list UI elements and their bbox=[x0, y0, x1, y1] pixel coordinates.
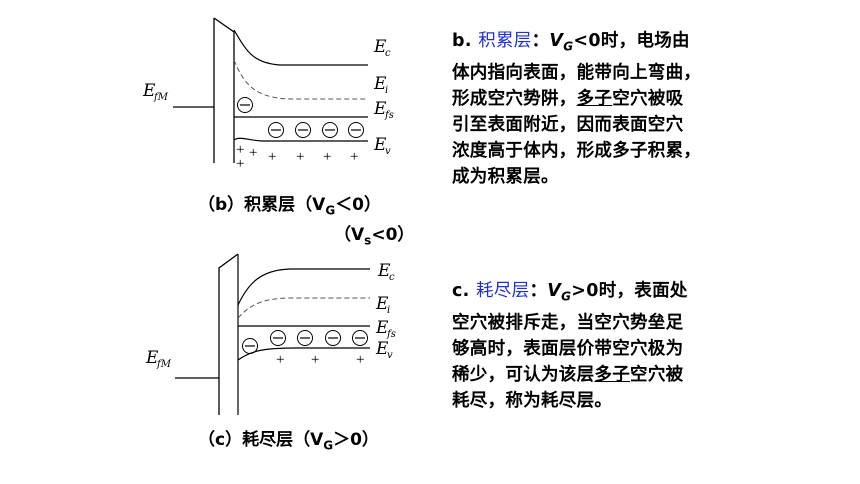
plus-sign: + bbox=[249, 145, 257, 161]
vg-symbol: VG bbox=[547, 281, 572, 304]
label-ev-sub: v bbox=[385, 146, 391, 157]
diagram-c-oxide-left bbox=[218, 253, 239, 415]
label-efs: E bbox=[373, 99, 387, 119]
text-c-line5: 耗尽，称为耗尽层。 bbox=[452, 390, 613, 411]
term-accumulation-layer: 积累层 bbox=[478, 31, 532, 51]
diagram-c-ei-curve bbox=[237, 297, 370, 319]
label-ec-sub: c bbox=[385, 48, 391, 59]
label-efm: E bbox=[145, 348, 159, 368]
label-ev: E bbox=[373, 135, 387, 155]
diagram-b-labels: E c E i E fs E v E fM bbox=[142, 37, 394, 157]
label-efs: E bbox=[375, 318, 389, 338]
caption-c: （c）耗尽层（VG＞0） bbox=[198, 430, 379, 453]
plus-sign: + bbox=[296, 149, 304, 165]
text-b-line1: b. 积累层：VG<0时，电场由 bbox=[452, 31, 690, 54]
text-c-line2: 空穴被排斥走，当空穴势垒足 bbox=[452, 312, 684, 333]
diagram-c: + + + E c E i E fs E v E fM bbox=[145, 253, 396, 415]
minus-circle bbox=[352, 330, 368, 346]
diagram-b-ec-curve bbox=[233, 29, 368, 66]
plus-sign: + bbox=[276, 352, 284, 368]
plus-sign: + bbox=[236, 156, 244, 172]
label-ei: E bbox=[373, 74, 387, 94]
label-efm-sub: fM bbox=[156, 359, 172, 370]
label-ec-sub: c bbox=[389, 272, 395, 283]
text-b-line4: 引至表面附近，因而表面空穴 bbox=[452, 114, 684, 135]
text-c-line1: c. 耗尽层：VG>0时，表面处 bbox=[452, 281, 688, 304]
plus-sign: + bbox=[236, 142, 244, 158]
label-efs-sub: fs bbox=[384, 110, 394, 121]
diagram-c-ec-curve bbox=[237, 268, 370, 306]
label-ec: E bbox=[377, 261, 391, 281]
minus-circle bbox=[295, 122, 311, 138]
label-efm-sub: fM bbox=[153, 92, 169, 103]
text-c-line4: 稀少，可认为该层多子空穴被 bbox=[452, 364, 684, 385]
text-c-line3: 够高时，表面层价带空穴极为 bbox=[452, 338, 684, 359]
plus-sign: + bbox=[350, 149, 358, 165]
minus-circle bbox=[242, 338, 258, 354]
minus-circle bbox=[270, 330, 286, 346]
minus-circle bbox=[348, 122, 364, 138]
diagram-c-carriers-minus bbox=[242, 330, 368, 354]
text-b-line2: 体内指向表面，能带向上弯曲， bbox=[452, 62, 702, 83]
minus-circle bbox=[297, 330, 313, 346]
caption-b: （b）积累层（VG＜0） bbox=[198, 195, 382, 218]
text-b-line6: 成为积累层。 bbox=[452, 166, 559, 187]
text-b-line3: 形成空穴势阱，多子空穴被吸 bbox=[452, 88, 684, 109]
label-efm: E bbox=[142, 81, 156, 101]
plus-sign: + bbox=[311, 352, 319, 368]
plus-sign: + bbox=[356, 352, 364, 368]
diagram-c-carriers-plus: + + + bbox=[276, 352, 364, 368]
diagram-c-labels: E c E i E fs E v E fM bbox=[145, 261, 396, 370]
diagram-b-carriers-plus: + + + + + + + bbox=[236, 142, 358, 172]
text-accumulation: b. 积累层：VG<0时，电场由 体内指向表面，能带向上弯曲， 形成空穴势阱，多… bbox=[452, 28, 752, 190]
label-ev-sub: v bbox=[387, 350, 393, 361]
diagram-b-oxide-right bbox=[213, 17, 235, 163]
vg-symbol: VG bbox=[549, 31, 574, 54]
label-ei-sub: i bbox=[387, 305, 390, 316]
label-ec: E bbox=[373, 37, 387, 57]
diagram-b-carriers-minus bbox=[237, 97, 364, 138]
text-b-line5: 浓度高于体内，形成多子积累， bbox=[452, 140, 702, 161]
label-ev: E bbox=[375, 339, 389, 359]
diagram-b-ei-curve bbox=[233, 59, 368, 100]
label-ei-sub: i bbox=[385, 85, 388, 96]
caption-b-vs: （Vs<0） bbox=[334, 225, 415, 248]
label-efs-sub: fs bbox=[386, 329, 396, 340]
text-depletion: c. 耗尽层：VG>0时，表面处 空穴被排斥走，当空穴势垒足 够高时，表面层价带… bbox=[452, 278, 752, 414]
minus-circle bbox=[325, 330, 341, 346]
minus-circle bbox=[322, 122, 338, 138]
diagram-b: + + + + + + + E c E i E fs E v E fM bbox=[142, 17, 394, 172]
plus-sign: + bbox=[268, 149, 276, 165]
diagram-c-ev-curve bbox=[237, 347, 370, 361]
label-ei: E bbox=[375, 294, 389, 314]
diagram-b-ev-curve bbox=[233, 137, 368, 142]
minus-circle bbox=[237, 97, 253, 113]
plus-sign: + bbox=[323, 149, 331, 165]
minus-circle bbox=[268, 122, 284, 138]
term-depletion-layer: 耗尽层 bbox=[476, 281, 530, 301]
